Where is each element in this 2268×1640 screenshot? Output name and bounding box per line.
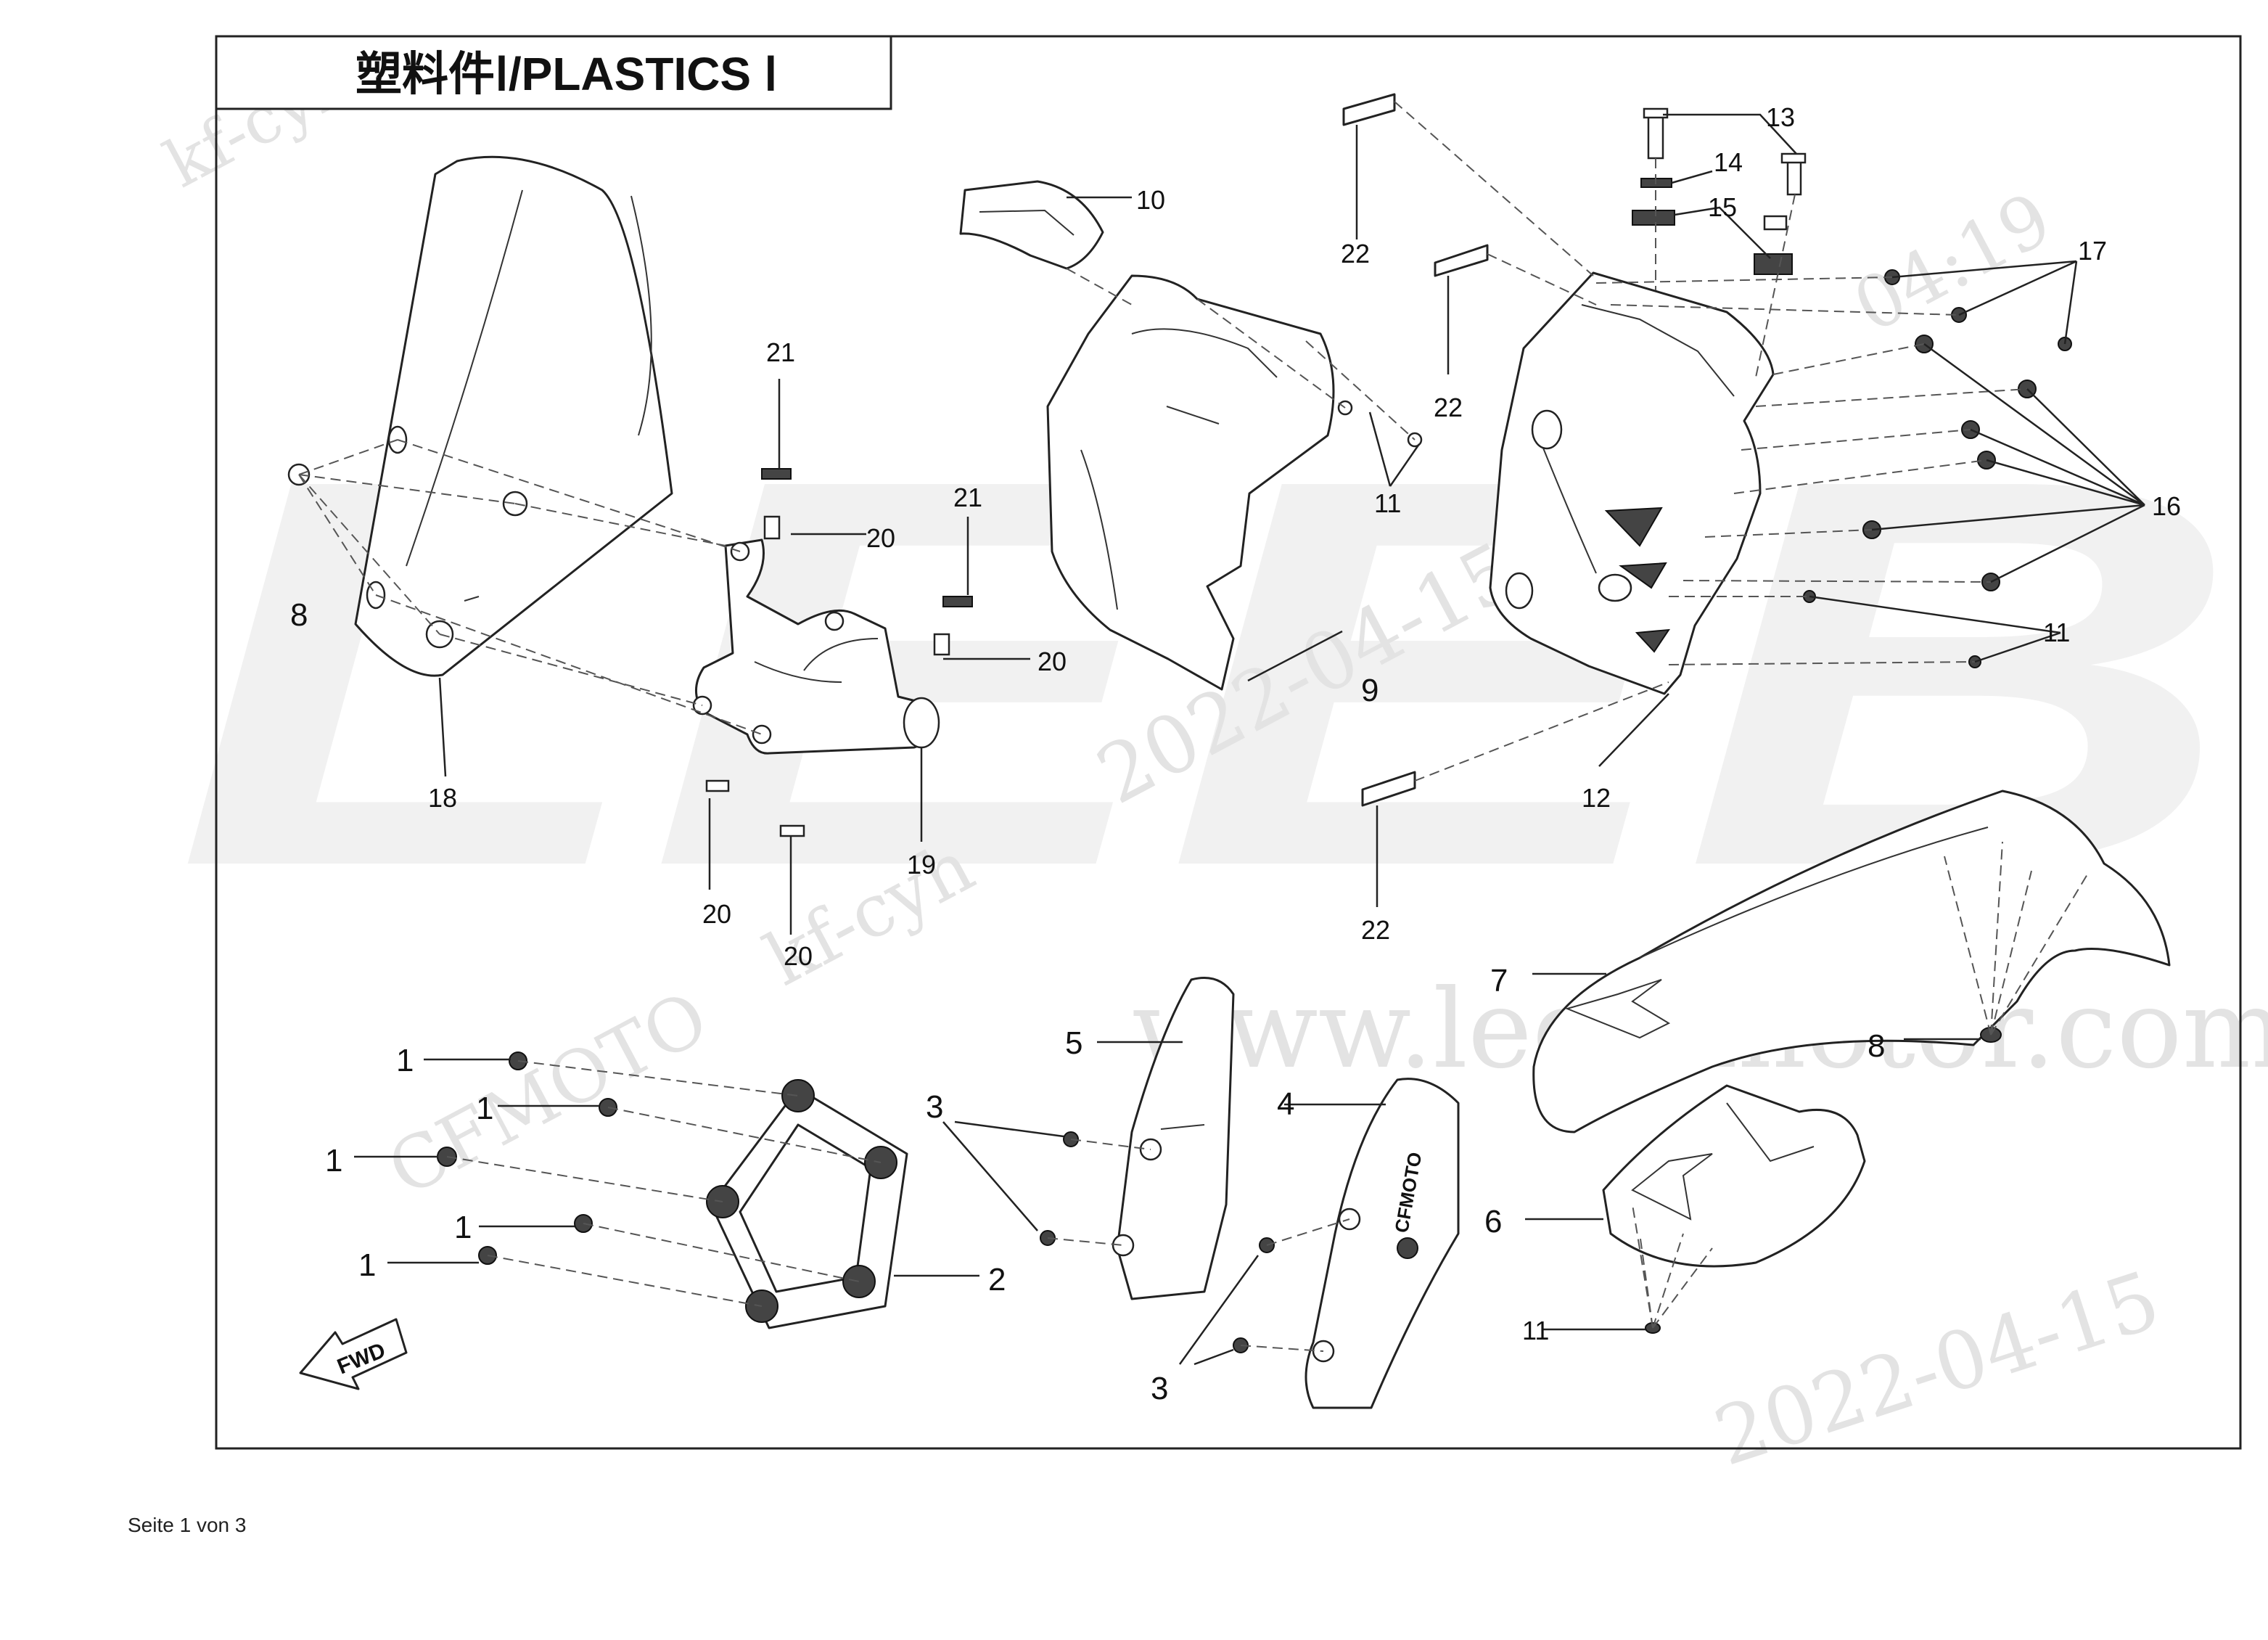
callout-11b: 11	[2043, 618, 2070, 647]
callout-22c: 22	[1361, 915, 1390, 945]
callout-3a: 3	[926, 1089, 943, 1125]
part-9	[1046, 274, 1423, 691]
callout-11c: 11	[1522, 1316, 1549, 1345]
diagram-frame	[215, 35, 2242, 1450]
callout-20d: 20	[784, 941, 813, 971]
diagram-title: 塑料件Ⅰ/PLASTICS Ⅰ	[356, 48, 778, 100]
callout-labels: 1 1 1 1 1 2 3 3 3 4 5 6 7 8 8 9 10 11 11…	[290, 102, 2181, 1406]
callout-9: 9	[1361, 673, 1379, 708]
callout-1d: 1	[454, 1210, 472, 1245]
screws-right	[1803, 269, 2072, 668]
title-box	[215, 35, 892, 110]
callout-5: 5	[1065, 1025, 1082, 1061]
callout-1e: 1	[358, 1247, 376, 1283]
callout-3b: 3	[1151, 1371, 1168, 1406]
callout-20a: 20	[866, 523, 895, 553]
callout-10: 10	[1136, 185, 1165, 215]
assembly-lines	[298, 101, 2090, 1352]
callout-13: 13	[1766, 102, 1795, 132]
callout-22a: 22	[1341, 239, 1370, 268]
part-10	[959, 180, 1104, 270]
hardware-13-15	[1632, 107, 1807, 275]
callout-16: 16	[2152, 491, 2181, 521]
fwd-arrow: FWD	[299, 1318, 408, 1390]
callout-15: 15	[1708, 192, 1737, 222]
callout-7: 7	[1490, 963, 1508, 999]
part-22	[1342, 93, 1489, 807]
callout-4: 4	[1277, 1086, 1294, 1122]
callout-1a: 1	[396, 1043, 414, 1078]
bracket-part	[692, 538, 940, 755]
callout-6: 6	[1484, 1204, 1502, 1239]
part-5	[1112, 977, 1235, 1300]
callout-19: 19	[907, 850, 936, 880]
callout-21a: 21	[766, 337, 795, 367]
callout-17: 17	[2078, 236, 2107, 266]
part-12	[1489, 271, 1775, 695]
callout-11a: 11	[1374, 488, 1401, 518]
callout-21b: 21	[953, 483, 982, 512]
part-4: CFMOTO	[1304, 1078, 1460, 1409]
watermark-stamp-6: 04:19	[1840, 176, 2064, 350]
callout-22b: 22	[1434, 393, 1463, 422]
callout-8a: 8	[290, 597, 308, 633]
part-7	[1532, 790, 2171, 1133]
leader-lines	[354, 113, 2145, 1366]
callout-1b: 1	[476, 1091, 493, 1126]
callout-1c: 1	[325, 1143, 342, 1178]
small-hardware	[287, 463, 1275, 1353]
callout-20b: 20	[1038, 647, 1067, 676]
callout-2: 2	[988, 1262, 1006, 1297]
callout-14: 14	[1714, 147, 1743, 177]
page-footer: Seite 1 von 3	[128, 1514, 247, 1536]
watermark-stamp-4: CFMOTO	[374, 975, 721, 1213]
callout-12: 12	[1582, 783, 1611, 813]
part-2	[706, 1079, 908, 1329]
callout-20c: 20	[702, 899, 731, 929]
part-6	[1602, 1084, 1866, 1334]
callout-18: 18	[428, 783, 457, 813]
callout-8b: 8	[1868, 1028, 1885, 1064]
